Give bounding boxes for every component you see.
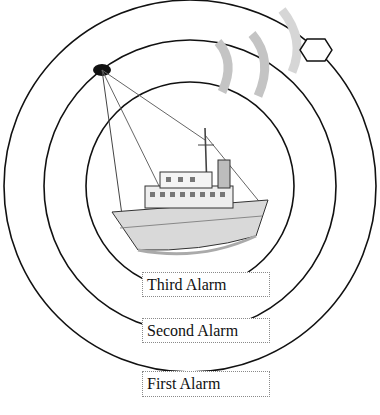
alarm-label: Second Alarm xyxy=(147,321,238,340)
signal-waves xyxy=(218,10,297,96)
target-hexagon xyxy=(300,39,332,61)
alarm-label-box: Second Alarm xyxy=(142,318,270,343)
third-alarm-ring xyxy=(86,82,294,290)
ship-drawing xyxy=(102,70,268,254)
alarm-label-box: First Alarm xyxy=(142,371,270,397)
alarm-label-box: Third Alarm xyxy=(142,272,270,297)
alarm-label: Third Alarm xyxy=(147,275,227,294)
second-alarm-ring xyxy=(44,40,336,332)
alarm-label: First Alarm xyxy=(147,374,220,393)
first-alarm-ring xyxy=(4,0,376,372)
